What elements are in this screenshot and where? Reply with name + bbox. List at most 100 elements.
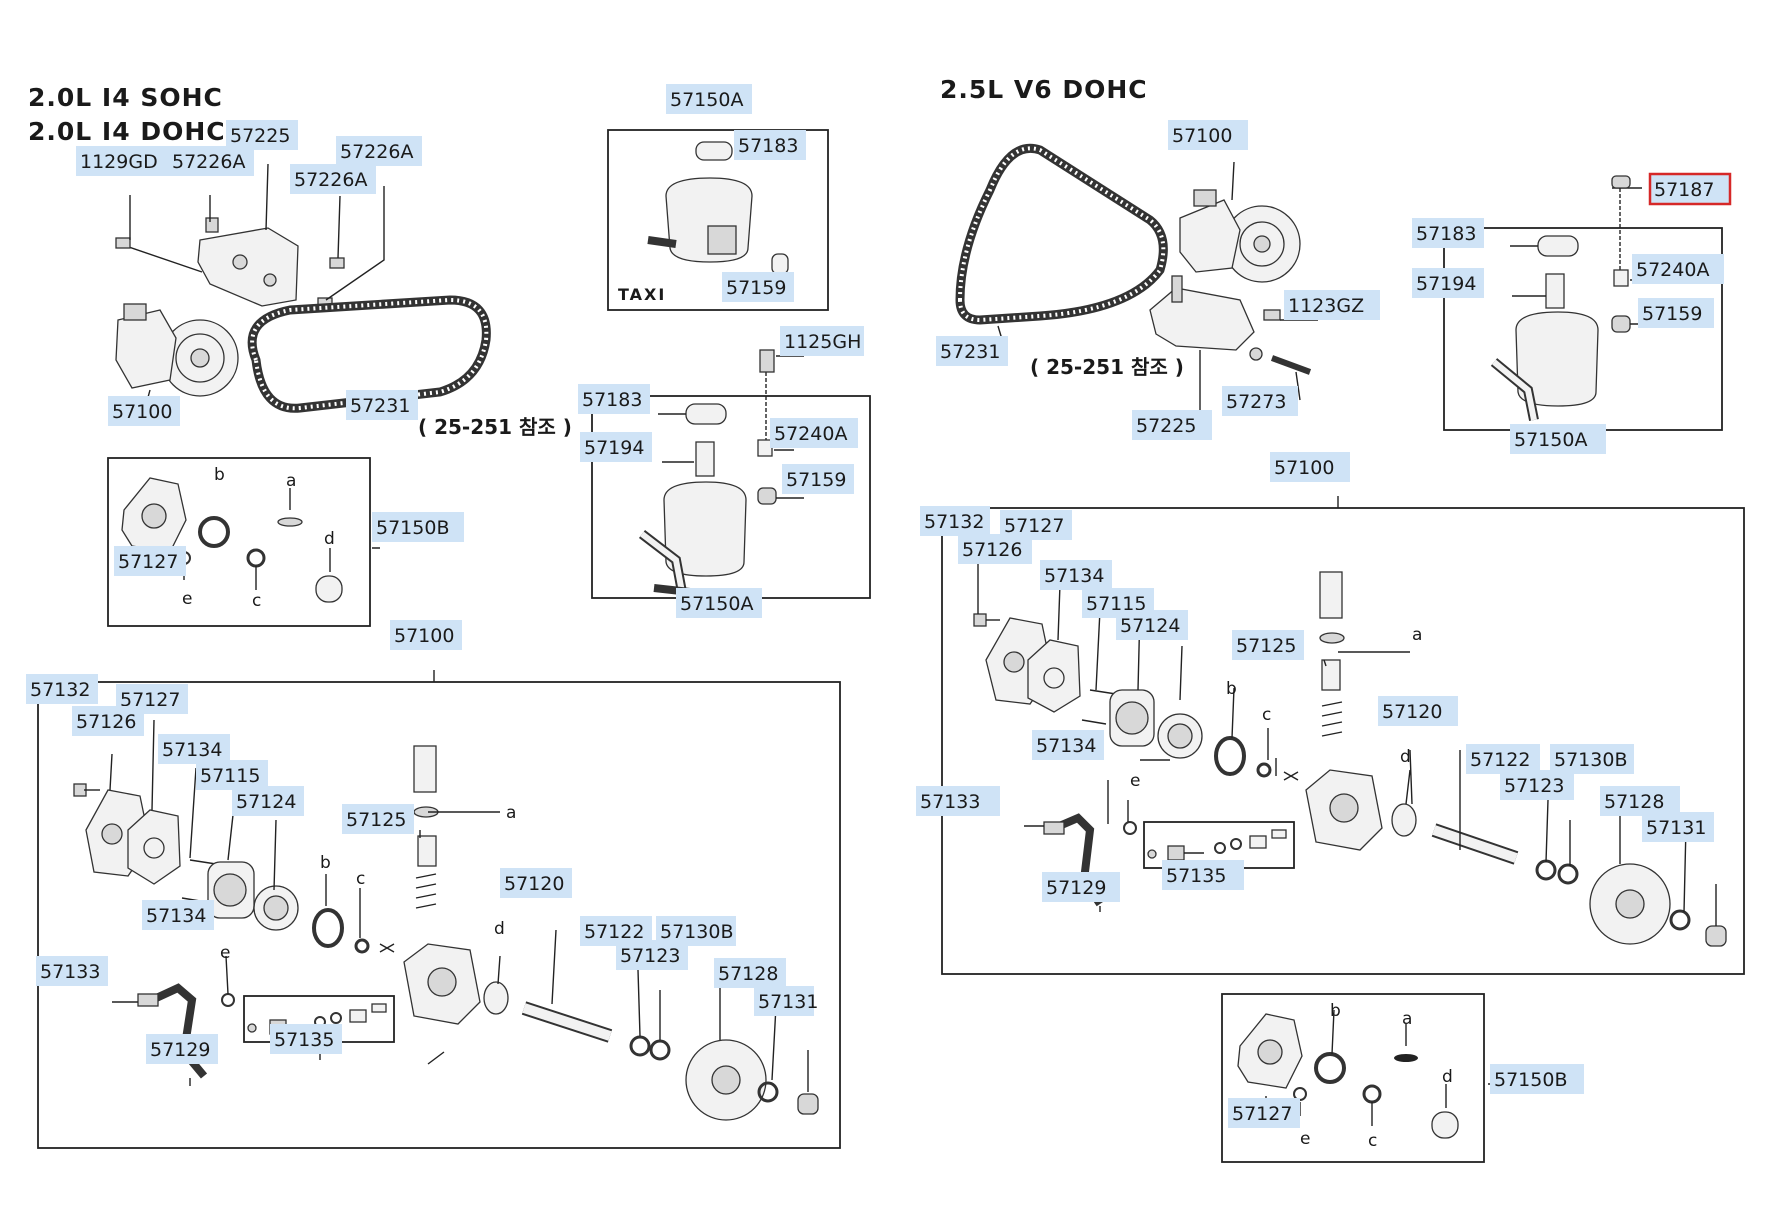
callout-t-57159: 57159 — [722, 272, 794, 302]
marker-d-left-kit: d — [324, 529, 335, 549]
callout-l-57134-b: 57134 — [142, 900, 214, 930]
callout-background — [500, 868, 572, 898]
callout-r-57122: 57122 — [1466, 744, 1540, 774]
callout-background — [76, 146, 172, 176]
part-number-label: 57132 — [30, 679, 90, 701]
part-number-label: 57127 — [120, 689, 180, 711]
callout-l-57132: 57132 — [26, 674, 98, 704]
callout-background — [1490, 1064, 1584, 1094]
part-number-label: 1123GZ — [1288, 295, 1364, 317]
part-number-label: 57100 — [394, 625, 454, 647]
callout-background — [734, 130, 806, 160]
part-number-label: 57115 — [200, 765, 260, 787]
part-number-label: 57132 — [924, 511, 984, 533]
marker-d-left-pump: d — [494, 919, 505, 939]
part-number-label: 57183 — [582, 389, 642, 411]
callout-background — [114, 546, 186, 576]
callout-background — [936, 336, 1008, 366]
gasket-kit-right — [1237, 1009, 1496, 1139]
part-number-label: 57130B — [660, 921, 733, 943]
callout-background — [1378, 696, 1458, 726]
gasket-kit-left — [121, 477, 380, 603]
callout-background — [676, 588, 762, 618]
callout-highlighted-57187[interactable]: 57187 — [1648, 172, 1732, 206]
callout-l-57150b: 57150B — [372, 512, 464, 542]
callout-r-57126: 57126 — [958, 534, 1032, 564]
callout-l-57130b: 57130B — [656, 916, 736, 946]
callout-r-57231: 57231 — [936, 336, 1008, 366]
heading-left-sohc: 2.0L I4 SOHC — [28, 83, 223, 112]
part-number-label: 57133 — [920, 791, 980, 813]
part-number-label: 57183 — [1416, 223, 1476, 245]
part-number-label: 57128 — [1604, 791, 1664, 813]
part-number-label: 57150A — [680, 593, 753, 615]
part-number-label: 57225 — [1136, 415, 1196, 437]
marker-e-left-kit: e — [182, 589, 192, 609]
callout-background — [390, 620, 462, 650]
marker-a-left-pump: a — [506, 803, 516, 823]
callout-r-57128: 57128 — [1600, 786, 1680, 816]
part-number-label: 57122 — [584, 921, 644, 943]
marker-e-left-pump: e — [220, 943, 230, 963]
marker-c-left-kit: c — [252, 591, 261, 611]
callout-t-57183: 57183 — [734, 130, 806, 160]
part-number-label: 57135 — [274, 1029, 334, 1051]
marker-b-left-pump: b — [320, 853, 331, 873]
callout-l-57126: 57126 — [72, 706, 144, 736]
reference-note-left: ( 25-251 참조 ) — [418, 415, 572, 439]
callout-background — [754, 986, 814, 1016]
callout-background — [168, 146, 254, 176]
part-number-label: 57126 — [962, 539, 1022, 561]
pump-explode-box-left — [37, 681, 841, 1149]
part-number-label: 57226A — [172, 151, 245, 173]
part-number-label: 57130B — [1554, 749, 1627, 771]
callout-background — [1116, 610, 1188, 640]
callout-r-57273: 57273 — [1222, 386, 1298, 416]
marker-a-right-pump: a — [1412, 625, 1422, 645]
callout-m-1125gh: 1125GH — [780, 326, 864, 356]
callout-l-57127-box: 57127 — [114, 546, 186, 576]
callout-r-57150b: 57150B — [1490, 1064, 1584, 1094]
part-number-label: 57183 — [738, 135, 798, 157]
callout-m-57159: 57159 — [782, 464, 854, 494]
callout-l-57115: 57115 — [196, 760, 268, 790]
callout-r-57134-a: 57134 — [1040, 560, 1112, 590]
callout-background — [1500, 770, 1574, 800]
part-number-label: 57133 — [40, 961, 100, 983]
drive-belt-right — [955, 144, 1168, 325]
callout-background — [916, 786, 1000, 816]
marker-b-left-kit: b — [214, 465, 225, 485]
part-number-label: 57225 — [230, 125, 290, 147]
callout-r-57194: 57194 — [1412, 268, 1484, 298]
callout-r-57225: 57225 — [1132, 410, 1212, 440]
part-number-label: 57127 — [118, 551, 178, 573]
callout-r-57240a: 57240A — [1632, 254, 1724, 284]
bracket-left — [115, 217, 345, 311]
marker-c-right-pump: c — [1262, 705, 1271, 725]
callout-l-57226a-c: 57226A — [290, 164, 376, 194]
part-number-label: 57231 — [350, 395, 410, 417]
part-number-label: 57134 — [146, 905, 206, 927]
part-number-label: 57124 — [1120, 615, 1180, 637]
marker-a-left-kit: a — [286, 471, 296, 491]
callout-r-57124: 57124 — [1116, 610, 1188, 640]
callout-background — [1412, 218, 1484, 248]
part-number-label: 57273 — [1226, 391, 1286, 413]
callout-background — [666, 84, 752, 114]
part-number-label: 57127 — [1232, 1103, 1292, 1125]
callout-background — [1040, 560, 1112, 590]
part-number-label: 57240A — [774, 423, 847, 445]
callout-r-57130b: 57130B — [1550, 744, 1634, 774]
callout-m-57240a: 57240A — [770, 418, 858, 448]
taxi-label: TAXI — [618, 285, 666, 304]
callout-background — [920, 506, 990, 536]
callout-background — [578, 384, 650, 414]
callout-l-57125: 57125 — [342, 804, 414, 834]
callout-l-57135: 57135 — [270, 1024, 342, 1054]
part-number-label: 57131 — [758, 991, 818, 1013]
callout-background — [580, 432, 652, 462]
callout-r-57125: 57125 — [1232, 630, 1304, 660]
callout-l-57100-hdr: 57100 — [390, 620, 462, 650]
callout-background — [782, 464, 854, 494]
